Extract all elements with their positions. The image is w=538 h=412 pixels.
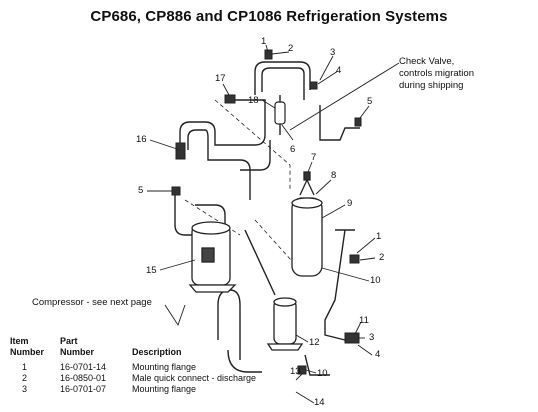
receiver-tank [291,171,323,277]
table-header-row: Item Part [10,336,332,347]
item-number-3: 3 [330,47,336,58]
lower-tube [227,349,262,373]
table-row: 3 16-0701-07 Mounting flange [10,384,332,395]
item-number-5: 5 [367,96,373,107]
item-number-2b: 2 [379,252,385,263]
item-number-10b: 10 [317,368,328,379]
item-number-11: 11 [359,315,369,326]
accumulator [266,297,304,351]
item-number-6: 6 [290,144,296,155]
compressor-callout: Compressor - see next page [32,297,152,308]
leader-lines [147,44,400,404]
header-item: Item [10,336,29,346]
check-valve-callout-line3: during shipping [399,80,464,91]
item-cell: 1 [22,362,28,372]
upper-tubing [254,61,311,95]
description-cell: Male quick connect - discharge [132,373,257,383]
item-number-5b: 5 [138,185,144,196]
check-valve-callout: Check Valve, controls migration during s… [399,56,474,92]
part-cell: 16-0850-01 [60,373,107,383]
item-number-13: 13 [290,366,301,377]
item-number-12: 12 [309,337,320,348]
part-cell: 16-0701-07 [60,384,107,394]
item-cell: 2 [22,373,28,383]
right-tube-5 [319,105,360,141]
item-number-16: 16 [136,134,147,145]
accumulator-tube [304,354,330,376]
header-part: Part [60,336,78,346]
item-number-8: 8 [331,170,337,181]
upper-tubing-2 [261,67,305,100]
condenser-coil [179,120,266,150]
item-cell: 3 [22,384,28,394]
item-number-4b: 4 [375,349,381,360]
item-number-2: 2 [288,43,294,54]
condenser-coil-2 [187,129,251,200]
item-number-10: 10 [370,275,381,286]
check-valve-callout-line2: controls migration [399,68,474,79]
description-cell: Mounting flange [132,362,197,372]
dashed-guide [214,99,291,190]
discharge-line [244,229,276,296]
table-row: 2 16-0850-01 Male quick connect - discha… [10,373,332,384]
item-number-4: 4 [336,65,342,76]
condenser-coil-3 [240,140,271,171]
item-number-3b: 3 [369,332,375,343]
part-cell: 16-0701-14 [60,362,107,372]
compressor [188,221,237,293]
page-title: CP686, CP886 and CP1086 Refrigeration Sy… [90,8,448,25]
item-number-17: 17 [215,73,226,84]
table-header-row: Number Number Description [10,347,332,362]
item-number-9: 9 [347,198,353,209]
valve-tubing [230,99,266,120]
header-part-number: Number [60,347,95,357]
item-number-18: 18 [248,95,259,106]
item-number-7: 7 [311,152,317,163]
item-number-1: 1 [261,36,267,47]
header-item-number: Number [10,347,45,357]
description-cell: Mounting flange [132,384,197,394]
item-number-1b: 1 [376,231,382,242]
right-loop [324,229,355,341]
loop-line [195,204,226,225]
check-valve-callout-line1: Check Valve, [399,56,455,67]
suction-line [174,195,195,236]
header-desc-blank [132,336,332,347]
check-valve [274,101,286,125]
fittings [171,49,362,375]
table-row: 1 16-0701-14 Mounting flange [10,362,332,373]
header-description: Description [132,347,182,357]
item-number-15: 15 [146,265,157,276]
parts-table: Item Part Number Number Description 1 16… [10,336,332,395]
dashed-guide-2 [184,199,241,236]
item-number-14: 14 [314,397,325,408]
